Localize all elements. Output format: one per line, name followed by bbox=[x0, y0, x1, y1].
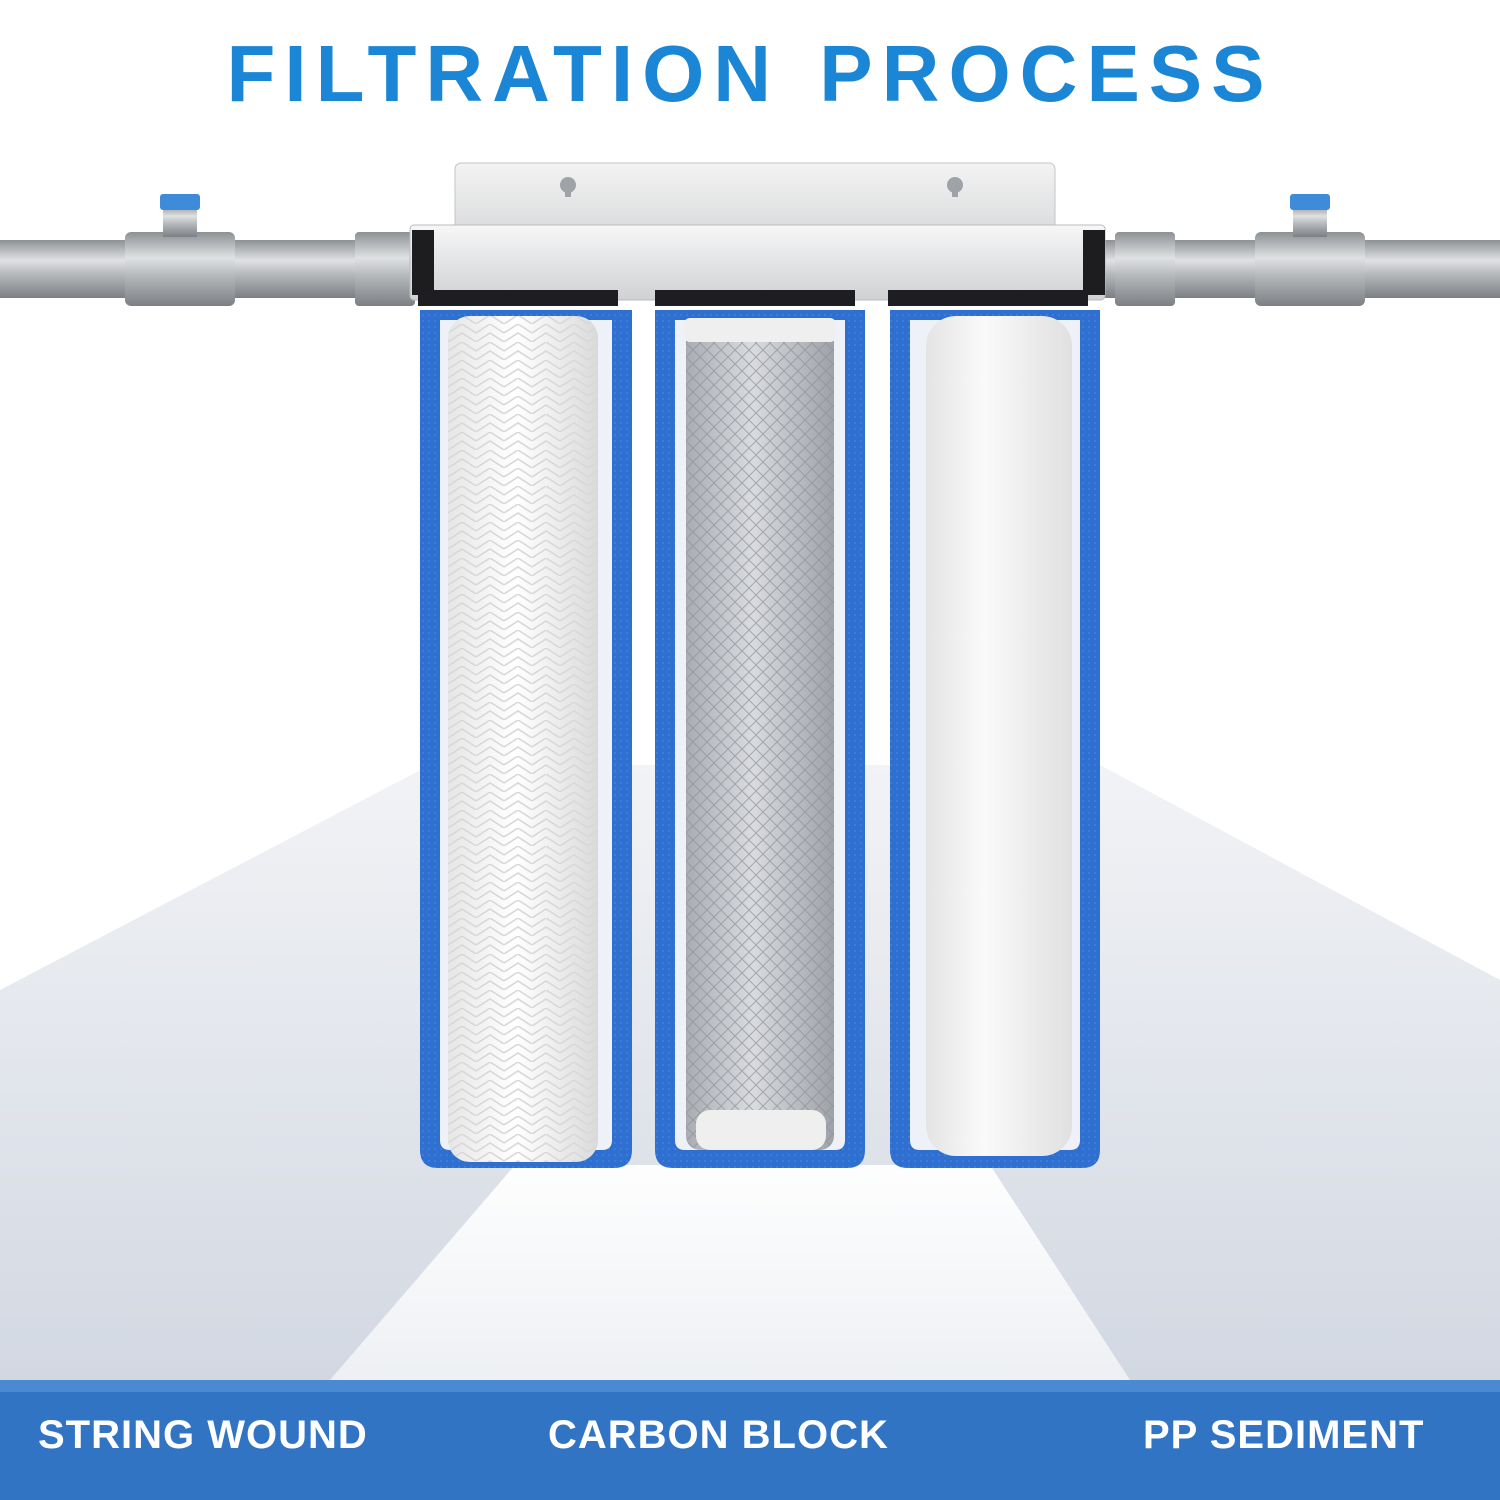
stage-label-carbon-block: CARBON BLOCK bbox=[548, 1413, 889, 1457]
stage-label-bar bbox=[0, 1380, 1500, 1500]
bar-highlight bbox=[0, 1380, 1500, 1392]
housing-string-wound bbox=[420, 310, 632, 1168]
housing-carbon-block bbox=[655, 310, 865, 1168]
outlet-pipe bbox=[1095, 194, 1500, 306]
light-beam bbox=[330, 1165, 1130, 1380]
stage-label-string-wound: STRING WOUND bbox=[38, 1413, 368, 1457]
filter-head bbox=[409, 224, 1106, 306]
inlet-pipe bbox=[0, 194, 420, 306]
page-title: FILTRATION PROCESS bbox=[226, 29, 1274, 118]
stage-label-pp-sediment: PP SEDIMENT bbox=[1143, 1413, 1425, 1457]
housing-pp-sediment bbox=[890, 310, 1100, 1168]
pp-sediment-cartridge bbox=[926, 316, 1072, 1156]
